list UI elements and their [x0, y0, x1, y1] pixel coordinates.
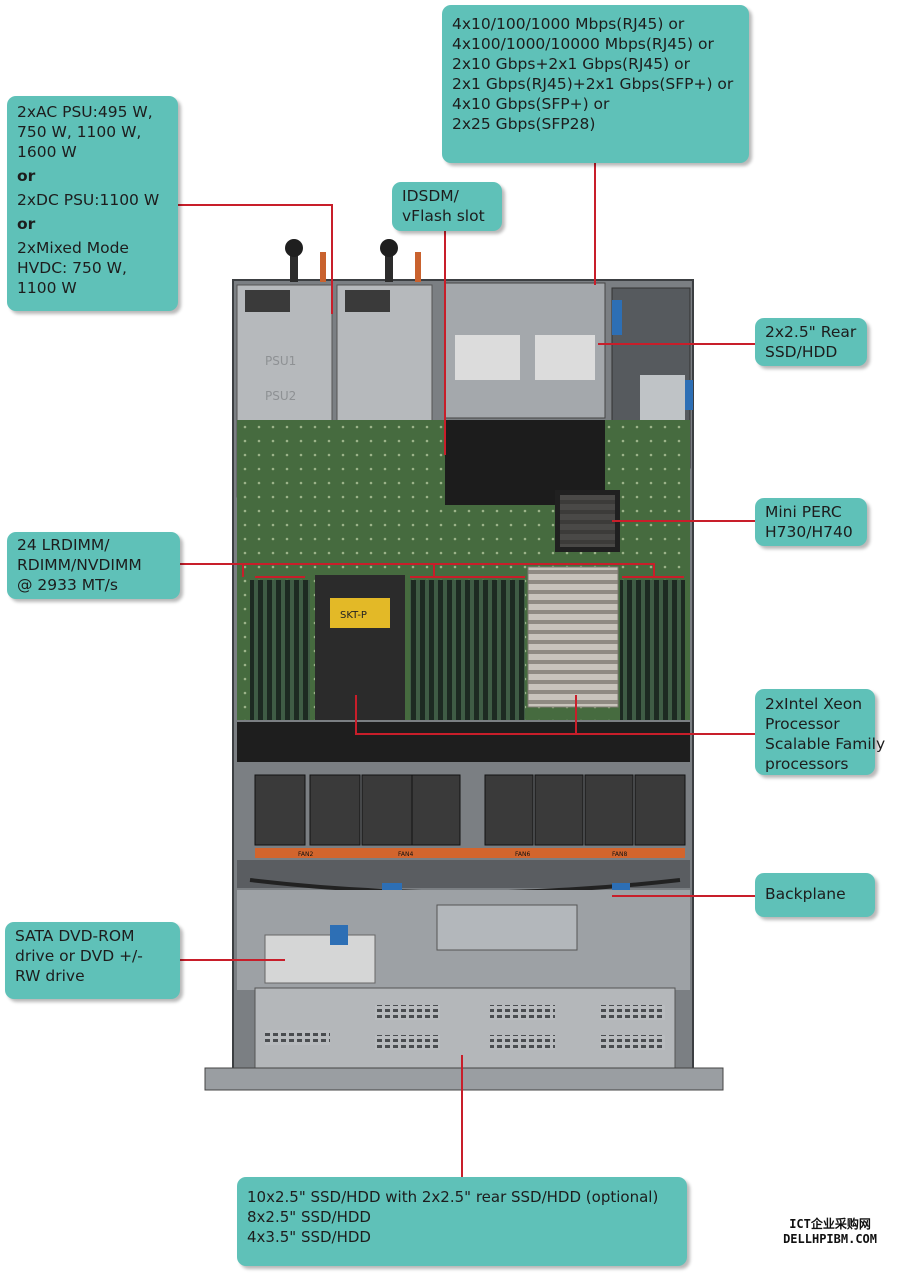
psu-ac-line: 1600 W: [17, 143, 77, 161]
psu-or-1: or: [17, 167, 36, 185]
callout-front-drives: 10x2.5" SSD/HDD with 2x2.5" rear SSD/HDD…: [237, 1177, 687, 1266]
perc-line: Mini PERC: [765, 503, 842, 521]
cpu-line: processors: [765, 755, 849, 773]
psu2-label: PSU2: [265, 389, 296, 403]
leader-dimm-h1: [180, 563, 655, 565]
callout-idsdm: IDSDM/ vFlash slot: [392, 182, 502, 231]
memory-line: RDIMM/NVDIMM: [17, 556, 142, 574]
rear-drive-line: 2x2.5" Rear: [765, 323, 857, 341]
leader-dimm-m: [433, 563, 435, 577]
nic-option: 4x10/100/1000 Mbps(RJ45) or: [452, 15, 685, 33]
psu-hvdc-line: 2xMixed Mode: [17, 239, 129, 257]
idsdm-line: IDSDM/: [402, 187, 459, 205]
cpu-line: 2xIntel Xeon: [765, 695, 863, 713]
backplane-line: Backplane: [765, 885, 846, 903]
nic-option: 4x10 Gbps(SFP+) or: [452, 95, 610, 113]
leader-cpu-v2: [575, 695, 577, 735]
nic-option: 4x100/1000/10000 Mbps(RJ45) or: [452, 35, 714, 53]
idsdm-line: vFlash slot: [402, 207, 485, 225]
psu-ac-line: 2xAC PSU:495 W,: [17, 103, 153, 121]
leader-nic: [594, 162, 596, 285]
psu-or-2: or: [17, 215, 36, 233]
psu-hvdc-line: HVDC: 750 W,: [17, 259, 127, 277]
dvd-line: drive or DVD +/-: [15, 947, 143, 965]
nic-option: 2x1 Gbps(RJ45)+2x1 Gbps(SFP+) or: [452, 75, 734, 93]
callout-network-options: 4x10/100/1000 Mbps(RJ45) or 4x100/1000/1…: [442, 5, 749, 163]
psu-ac-line: 750 W, 1100 W,: [17, 123, 142, 141]
leader-dvd: [178, 959, 285, 961]
leader-backplane: [612, 895, 755, 897]
leader-cpu-v1: [355, 695, 357, 735]
cpu-socket-label: SKT-P: [340, 610, 367, 621]
fan-label: FAN4: [398, 851, 413, 858]
cpu-line: Scalable Family: [765, 735, 886, 753]
psu1-label: PSU1: [265, 354, 296, 368]
watermark-line2: DELLHPIBM.COM: [783, 1232, 877, 1246]
callout-backplane: Backplane: [755, 873, 875, 917]
leader-dimm-bar1: [255, 576, 305, 578]
psu-hvdc-line: 1100 W: [17, 279, 77, 297]
memory-line: @ 2933 MT/s: [17, 576, 118, 594]
site-watermark: ICT企业采购网 DELLHPIBM.COM: [783, 1217, 877, 1247]
leader-idsdm: [444, 230, 446, 455]
fan-row: [254, 774, 686, 846]
leader-perc: [612, 520, 755, 522]
callout-optical-drive: SATA DVD-ROM drive or DVD +/- RW drive: [5, 922, 180, 999]
leader-dimm-r: [653, 563, 655, 577]
drive-config-line: 8x2.5" SSD/HDD: [247, 1208, 371, 1226]
drive-config-line: 10x2.5" SSD/HDD with 2x2.5" rear SSD/HDD…: [247, 1188, 659, 1206]
cpu-line: Processor: [765, 715, 840, 733]
callout-processors: 2xIntel Xeon Processor Scalable Family p…: [755, 689, 886, 775]
fan-label: FAN2: [298, 851, 313, 858]
watermark-line1: ICT企业采购网: [789, 1217, 871, 1231]
leader-cpu-h: [355, 733, 755, 735]
callout-mini-perc: Mini PERC H730/H740: [755, 498, 867, 546]
rear-drive-line: SSD/HDD: [765, 343, 838, 361]
leader-dimm-bar3: [622, 576, 684, 578]
nic-option: 2x25 Gbps(SFP28): [452, 115, 596, 133]
leader-dimm-l: [242, 563, 244, 577]
fan-label: FAN6: [515, 851, 530, 858]
perc-line: H730/H740: [765, 523, 853, 541]
drive-config-line: 4x3.5" SSD/HDD: [247, 1228, 371, 1246]
memory-line: 24 LRDIMM/: [17, 536, 110, 554]
nic-option: 2x10 Gbps+2x1 Gbps(RJ45) or: [452, 55, 690, 73]
callout-memory: 24 LRDIMM/ RDIMM/NVDIMM @ 2933 MT/s: [7, 532, 180, 599]
leader-drives: [461, 1055, 463, 1177]
leader-psu-h: [178, 204, 333, 206]
fan-label: FAN8: [612, 851, 627, 858]
callout-rear-drives: 2x2.5" Rear SSD/HDD: [755, 318, 867, 366]
leader-psu-v: [331, 204, 333, 314]
leader-dimm-bar2: [410, 576, 525, 578]
callout-psu: 2xAC PSU:495 W, 750 W, 1100 W, 1600 W or…: [7, 96, 178, 311]
psu-dc-line: 2xDC PSU:1100 W: [17, 191, 160, 209]
dvd-line: RW drive: [15, 967, 85, 985]
leader-rear: [598, 343, 755, 345]
dvd-line: SATA DVD-ROM: [15, 927, 135, 945]
